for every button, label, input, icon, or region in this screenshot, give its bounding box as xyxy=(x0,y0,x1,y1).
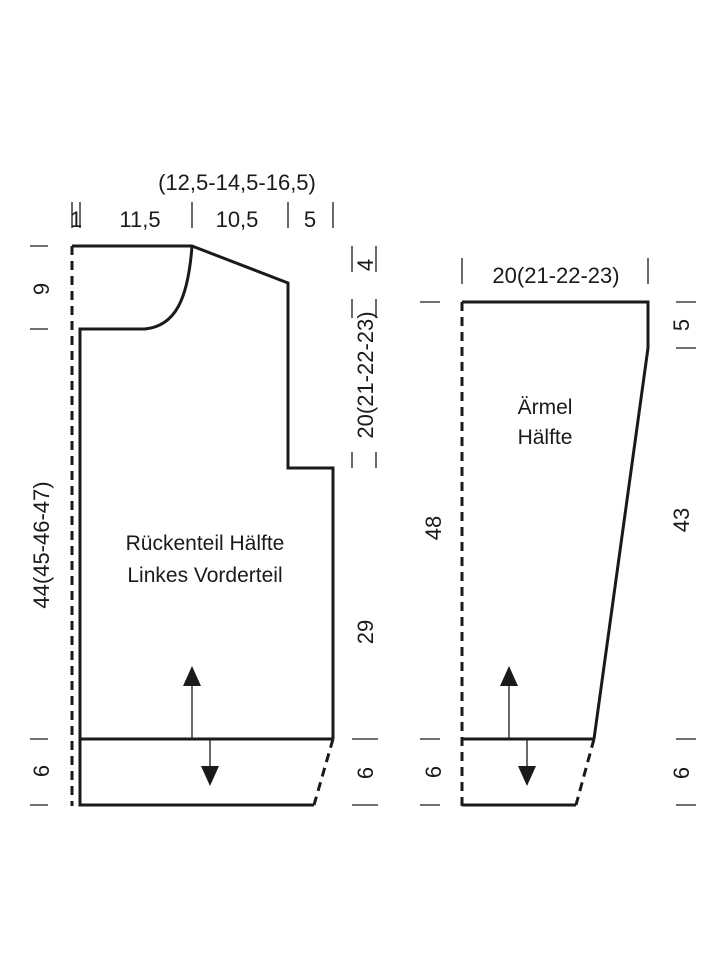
sleeve-rib-slant-dashed xyxy=(574,738,596,806)
right-height-rib: 6 xyxy=(353,767,378,779)
sleeve-top-width: 20(21-22-23) xyxy=(492,263,619,288)
arrow-up-icon xyxy=(183,666,201,686)
left-height-total: 44(45-46-47) xyxy=(29,481,54,608)
sleeve-title-line2: Hälfte xyxy=(518,426,573,449)
sleeve-right-height-body: 43 xyxy=(669,508,694,532)
left-height-rib: 6 xyxy=(29,765,54,777)
top-width-shoulder: 10,5 xyxy=(216,207,259,232)
right-height-armhole: 20(21-22-23) xyxy=(353,311,378,438)
right-height-side: 29 xyxy=(353,620,378,644)
arrow-down-icon xyxy=(201,766,219,786)
right-height-shoulder-slope: 4 xyxy=(353,259,378,271)
left-height-neck-depth: 9 xyxy=(29,283,54,295)
top-width-extra: 5 xyxy=(304,207,316,232)
top-width-alternate-sizes: (12,5-14,5-16,5) xyxy=(158,170,316,195)
back-rib-slant-dashed xyxy=(312,738,335,806)
back-rib-band xyxy=(78,737,333,807)
back-piece-outline xyxy=(72,244,335,739)
sleeve-right-height-cap: 5 xyxy=(669,319,694,331)
top-width-edge: 1 xyxy=(70,207,82,232)
sleeve-right-height-rib: 6 xyxy=(669,767,694,779)
arrow-down-icon xyxy=(518,766,536,786)
sleeve-outline xyxy=(462,300,650,740)
top-width-neck: 11,5 xyxy=(119,207,160,232)
sleeve-left-height-total: 48 xyxy=(421,516,446,540)
arrow-up-icon xyxy=(500,666,518,686)
sleeve-title-line1: Ärmel xyxy=(518,396,573,419)
back-title-line2: Linkes Vorderteil xyxy=(127,564,282,587)
sleeve-rib-band xyxy=(462,737,594,807)
back-piece: Rückenteil Hälfte Linkes Vorderteil (12,… xyxy=(29,170,378,807)
sleeve-piece: Ärmel Hälfte 20(21-22-23) 48 6 5 43 6 xyxy=(420,258,696,807)
back-title-line1: Rückenteil Hälfte xyxy=(126,532,285,555)
sleeve-left-height-rib: 6 xyxy=(421,766,446,778)
